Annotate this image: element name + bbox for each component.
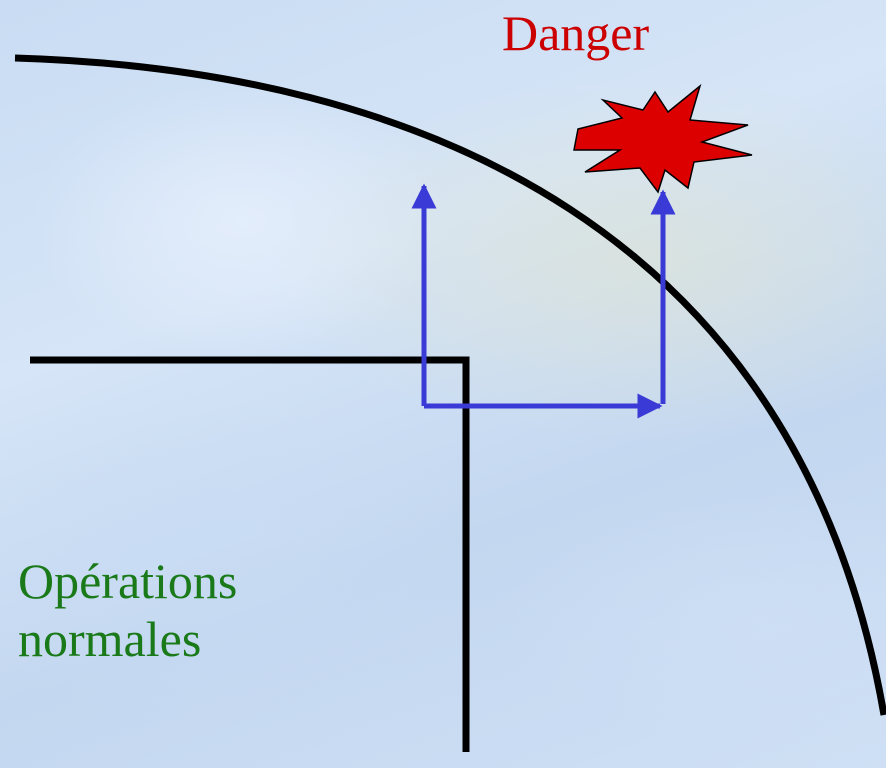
normal-operations-label: Opérations normales xyxy=(18,552,237,668)
outer-boundary-curve xyxy=(14,54,886,716)
danger-label: Danger xyxy=(502,5,650,61)
explosion-star-icon xyxy=(573,83,753,194)
normal-operations-label-line1: Opérations xyxy=(18,553,238,609)
normal-operations-boundary xyxy=(30,356,470,752)
drift-arrows xyxy=(411,183,676,419)
normal-operations-label-line2: normales xyxy=(18,611,202,667)
